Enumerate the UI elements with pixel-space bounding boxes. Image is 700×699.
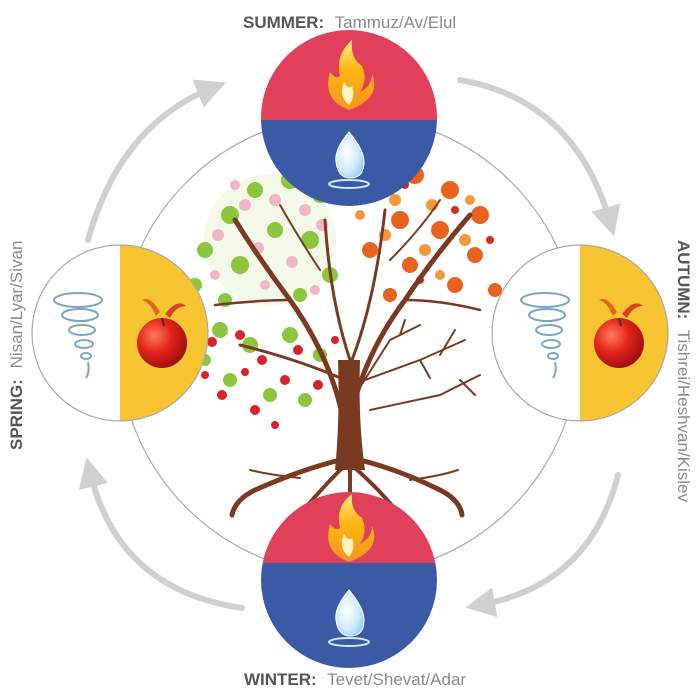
season-months: Tammuz/Av/Elul	[335, 13, 457, 32]
fire-icon	[328, 494, 375, 562]
spring-element-circle	[31, 244, 209, 422]
tornado-icon	[520, 292, 570, 379]
autumn-element-circle	[491, 244, 669, 422]
tree-trunk	[335, 360, 365, 470]
tornado-icon	[53, 292, 103, 379]
svg-text:SUMMER: Tammuz/Av/Elul: SUMMER: Tammuz/Av/Elul	[243, 13, 456, 32]
svg-text:AUTUMN: Tishrei/Heshvan/: AUTUMN: Tishrei/Heshvan/Kislev	[674, 240, 693, 503]
winter-element-circle	[261, 492, 437, 668]
summer-element-circle	[261, 30, 437, 206]
winter-branches	[354, 319, 481, 411]
season-label-spring: SPRING: Nisan/Lyar/Sivan	[7, 241, 26, 450]
arrow-icon	[465, 472, 621, 618]
arrow-icon	[457, 77, 621, 237]
fire-icon	[328, 40, 375, 110]
arrow-icon	[85, 79, 226, 243]
apple-icon	[137, 298, 187, 368]
season-label-summer: SUMMER: Tammuz/Av/Elul	[243, 13, 456, 32]
apple-icon	[594, 298, 644, 368]
season-name: SPRING:	[7, 379, 26, 450]
season-name: SUMMER:	[243, 13, 324, 32]
arrow-icon	[78, 457, 245, 611]
season-months: Tevet/Shevat/Adar	[327, 670, 466, 689]
svg-text:SPRING: Nisan/Lyar/Sivan: SPRING: Nisan/Lyar/Sivan	[7, 241, 26, 450]
summer-canopy	[199, 322, 339, 429]
svg-text:WINTER: Tevet/Shevat/Ada: WINTER: Tevet/Shevat/Adar	[244, 670, 466, 689]
season-label-winter: WINTER: Tevet/Shevat/Adar	[244, 670, 466, 689]
season-months: Nisan/Lyar/Sivan	[7, 241, 26, 369]
cycle-arrows	[78, 77, 621, 618]
season-label-autumn: AUTUMN: Tishrei/Heshvan/Kislev	[674, 240, 693, 503]
season-name: AUTUMN:	[674, 240, 693, 319]
season-months: Tishrei/Heshvan/Kislev	[674, 330, 693, 503]
season-name: WINTER:	[244, 670, 317, 689]
water-drop-icon	[328, 589, 370, 647]
water-drop-icon	[328, 131, 370, 189]
